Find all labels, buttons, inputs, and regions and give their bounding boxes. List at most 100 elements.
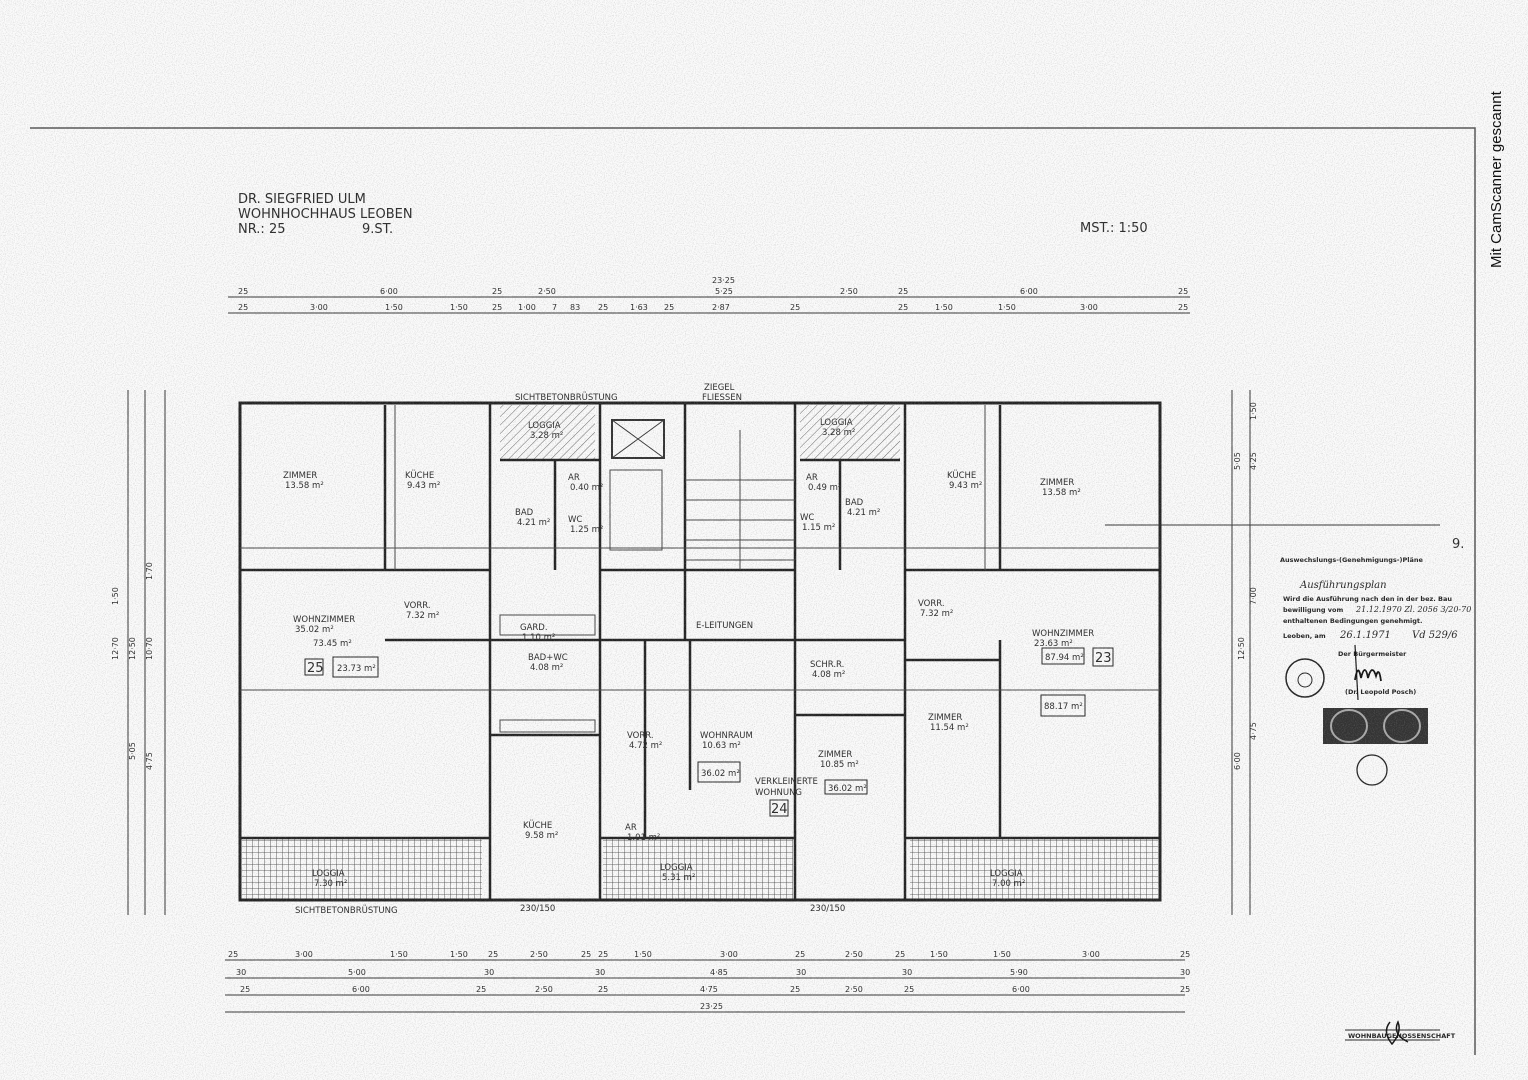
unit-23-total-area: 87.94 m² [1045, 653, 1084, 663]
dimension-bottom-row1: 2·50 [845, 950, 863, 959]
window-size-left: 230/150 [520, 904, 555, 914]
floor-label: 9.ST. [362, 222, 393, 237]
plan-annotations: SICHTBETONBRÜSTUNG SICHTBETONBRÜSTUNG ZI… [295, 383, 1114, 916]
unit-24-boxed-area-2: 36.02 m² [828, 784, 867, 794]
dimension-bottom-row1: 25 [795, 950, 805, 959]
scale-label: MST.: 1:50 [1080, 221, 1148, 236]
room-name: GARD. [520, 623, 548, 633]
room-name: BAD [515, 508, 534, 518]
approval-place: Leoben, am [1283, 632, 1326, 640]
dimension-top-row1: 2·50 [538, 287, 556, 296]
room-area: 7.32 m² [920, 609, 953, 619]
dimension-bottom-row2: 5·90 [1010, 968, 1028, 977]
dimension-bottom-row1: 3·00 [1082, 950, 1100, 959]
room-area: 4.21 m² [847, 508, 880, 518]
loggia-hatching [242, 405, 1158, 900]
approval-heading: Auswechslungs-(Genehmigungs-)Pläne [1280, 556, 1423, 564]
room-area: 3.28 m² [822, 428, 855, 438]
room-area: 1.25 m² [570, 525, 603, 535]
room-area: 1.01 m² [627, 833, 660, 843]
dimension-bottom-row1: 3·00 [295, 950, 313, 959]
room-name: KÜCHE [405, 470, 434, 481]
title-block: DR. SIEGFRIED ULM WOHNHOCHHAUS LEOBEN NR… [238, 192, 1148, 237]
dimension-left-vertical: 5·05 [128, 742, 137, 760]
approval-date: 26.1.1971 [1339, 630, 1391, 641]
dimension-top-row2: 1·63 [630, 303, 648, 312]
dimension-right-vertical: 4·25 [1249, 452, 1258, 470]
dimension-bottom-row2: 30 [796, 968, 806, 977]
dimension-right-vertical: 6·00 [1233, 752, 1242, 770]
room-area: 13.58 m² [1042, 488, 1081, 498]
room-name: WOHNZIMMER [293, 615, 355, 625]
dimension-bottom-row2: 30 [484, 968, 494, 977]
dimension-left-vertical: 12·50 [128, 637, 137, 660]
dimension-top-row2: 3·00 [310, 303, 328, 312]
dimension-top-row2: 25 [238, 303, 248, 312]
dimension-bottom-row3: 2·50 [535, 985, 553, 994]
reduced-flat-label-1: VERKLEINERTE [755, 777, 818, 787]
dimension-right-vertical: 7·00 [1249, 587, 1258, 605]
room-area: 11.54 m² [930, 723, 969, 733]
dimension-bottom-row2: 30 [1180, 968, 1190, 977]
approval-line-3: enthaltenen Bedingungen genehmigt. [1283, 617, 1423, 625]
dimension-bottom-row3: 25 [598, 985, 608, 994]
camscanner-watermark: Mit CamScanner gescannt [1488, 91, 1505, 268]
dimension-top-row2: 25 [664, 303, 674, 312]
room-name: KÜCHE [947, 470, 976, 481]
dimension-bottom-row1: 3·00 [720, 950, 738, 959]
dimension-bottom-row1: 1·50 [634, 950, 652, 959]
room: WC1.25 m² [568, 515, 603, 535]
dimension-top-row1: 6·00 [380, 287, 398, 296]
dimension-bottom-row1: 1·50 [390, 950, 408, 959]
room-name: LOGGIA [312, 869, 345, 879]
unit-24-boxed-area: 36.02 m² [701, 769, 740, 779]
dimension-bottom-row1: 25 [581, 950, 591, 959]
cancellation-seal [1356, 754, 1388, 786]
dimension-bottom-row1: 25 [228, 950, 238, 959]
dimension-bottom-row1: 2·50 [530, 950, 548, 959]
dimension-right-vertical: 12·50 [1237, 637, 1246, 660]
dimension-top-row2: 1·50 [998, 303, 1016, 312]
dimension-right-vertical: 1·50 [1249, 402, 1258, 420]
dimension-top-row2: 1·00 [518, 303, 536, 312]
dimension-bottom-row2: 30 [902, 968, 912, 977]
parapet-bottom-label: SICHTBETONBRÜSTUNG [295, 905, 398, 916]
dimension-top-row2: 25 [790, 303, 800, 312]
dimension-left-vertical: 1·50 [111, 587, 120, 605]
room-name: BAD [845, 498, 864, 508]
unit-23-boxed-area: 88.17 m² [1044, 702, 1083, 712]
dimension-bottom-row3: 2·50 [845, 985, 863, 994]
dimension-left-vertical: 12·70 [111, 637, 120, 660]
room-name: BAD+WC [528, 653, 568, 663]
dimension-top-row2: 3·00 [1080, 303, 1098, 312]
dimension-bottom-row2: 30 [595, 968, 605, 977]
dimension-bottom-row1: 1·50 [993, 950, 1011, 959]
room-area: 4.08 m² [812, 670, 845, 680]
unit-24-number: 24 [771, 802, 788, 817]
room: AR0.49 m² [806, 473, 841, 493]
unit-23-number: 23 [1095, 651, 1112, 666]
dimension-bottom-row2: 5·00 [348, 968, 366, 977]
dimension-top-row1: 5·25 [715, 287, 733, 296]
dimension-top-row2: 25 [492, 303, 502, 312]
room: VORR.7.32 m² [404, 601, 439, 621]
dimension-bottom-row1: 25 [598, 950, 608, 959]
room-area: 4.08 m² [530, 663, 563, 673]
parapet-top-label: SICHTBETONBRÜSTUNG [515, 392, 618, 403]
dimension-left-vertical: 1·70 [145, 562, 154, 580]
room-name: WC [568, 515, 582, 525]
dimension-top-row2: 2·87 [712, 303, 730, 312]
tiles-label-1: ZIEGEL [704, 383, 735, 393]
room-area: 9.43 m² [949, 481, 982, 491]
room-area: 10.85 m² [820, 760, 859, 770]
dimension-top-row2: 83 [570, 303, 580, 312]
project-name: WOHNHOCHHAUS LEOBEN [238, 207, 413, 222]
